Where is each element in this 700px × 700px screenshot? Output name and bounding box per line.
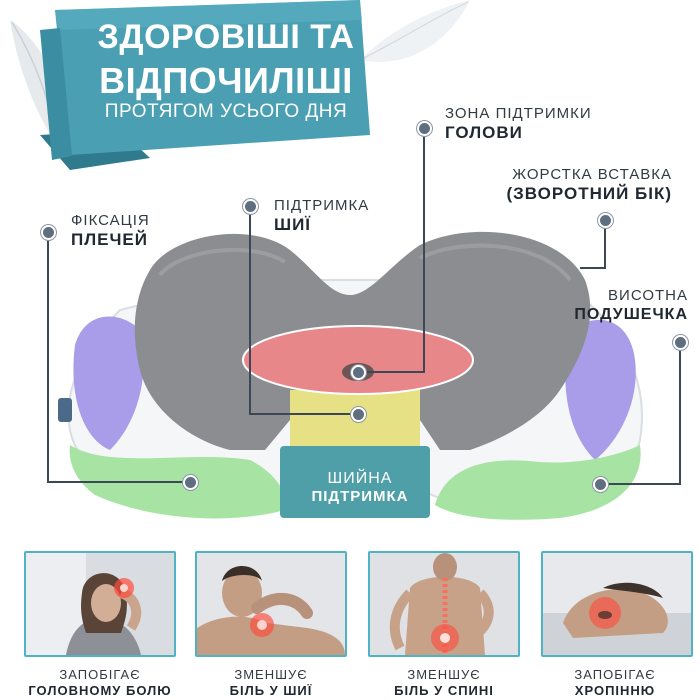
label-shoulders: ФІКСАЦІЯ ПЛЕЧЕЙ — [71, 212, 150, 250]
left-side-gel — [73, 316, 144, 450]
banner-title-line2: ВІДПОЧИЛІШІ — [99, 60, 353, 101]
leader-neck — [249, 206, 358, 415]
head-zone-center-marker — [351, 365, 366, 380]
leader-head — [358, 128, 425, 373]
banner-title-line1: ЗДОРОВІШІ ТА — [97, 18, 355, 56]
label-hard-insert-line2: (ЗВОРОТНИЙ БІК) — [506, 184, 672, 203]
shoulders-marker — [41, 225, 56, 240]
leader-shoulders — [47, 232, 190, 483]
benefit-caption-1: ЗАПОБІГАЄ ГОЛОВНОМУ БОЛЮ — [15, 667, 185, 698]
benefit-image-snoring — [541, 551, 693, 657]
benefit-3-line1: ЗМЕНШУЄ — [407, 667, 481, 682]
right-side-gel — [565, 320, 636, 460]
cervical-zone — [280, 446, 430, 518]
head-zone-marker — [417, 121, 432, 136]
banner-ribbon — [10, 0, 470, 170]
benefit-caption-4: ЗАПОБІГАЄ ХРОПІННЮ — [530, 667, 700, 698]
benefit-3-line2: БІЛЬ У СПИНІ — [394, 682, 494, 698]
label-neck-support-line2: ШИЇ — [274, 215, 311, 234]
neck-support-marker — [243, 199, 258, 214]
shoulder-gel-marker — [183, 475, 198, 490]
benefit-image-neck-pain — [195, 551, 347, 657]
label-cervical-line2: ПІДТРИМКА — [311, 488, 409, 505]
benefit-caption-2: ЗМЕНШУЄ БІЛЬ У ШИЇ — [186, 667, 356, 698]
label-shoulders-line2: ПЛЕЧЕЙ — [71, 230, 148, 249]
benefit-4-line2: ХРОПІННЮ — [574, 682, 656, 698]
label-hard-insert: ЖОРСТКА ВСТАВКА (ЗВОРОТНИЙ БІК) — [502, 166, 672, 204]
label-neck-support: ПІДТРИМКА ШИЇ — [274, 197, 369, 235]
label-cervical-line1: ШИЙНА — [327, 470, 393, 487]
hard-insert-marker — [598, 213, 613, 228]
label-height-pad-line2: ПОДУШЕЧКА — [574, 306, 688, 323]
banner-subtitle: ПРОТЯГОМ УСЬОГО ДНЯ — [104, 101, 348, 122]
label-height-pad: ВИСОТНА ПОДУШЕЧКА — [560, 287, 688, 324]
label-hard-insert-line1: ЖОРСТКА ВСТАВКА — [512, 166, 672, 183]
label-shoulders-line1: ФІКСАЦІЯ — [71, 212, 150, 229]
benefit-2-line1: ЗМЕНШУЄ — [234, 667, 308, 682]
label-head-zone-line1: ЗОНА ПІДТРИМКИ — [445, 105, 592, 122]
benefit-1-line2: ГОЛОВНОМУ БОЛЮ — [28, 682, 172, 698]
label-height-pad-line1: ВИСОТНА — [608, 287, 688, 304]
benefit-caption-3: ЗМЕНШУЄ БІЛЬ У СПИНІ — [359, 667, 529, 698]
benefit-image-headache — [24, 551, 176, 657]
label-head-zone: ЗОНА ПІДТРИМКИ ГОЛОВИ — [445, 105, 592, 143]
height-pad-marker — [673, 335, 688, 350]
benefit-image-back-pain — [368, 551, 520, 657]
benefit-4-line1: ЗАПОБІГАЄ — [574, 667, 656, 682]
right-shoulder-gel — [435, 445, 641, 520]
neck-zone-marker — [351, 407, 366, 422]
leader-insert — [580, 220, 606, 269]
benefit-2-line2: БІЛЬ У ШИЇ — [229, 682, 313, 698]
head-zone — [242, 325, 474, 395]
benefit-1-line1: ЗАПОБІГАЄ — [59, 667, 141, 682]
label-head-zone-line2: ГОЛОВИ — [445, 123, 523, 142]
label-cervical: ШИЙНА ПІДТРИМКА — [295, 470, 425, 505]
label-neck-support-line1: ПІДТРИМКА — [274, 197, 370, 214]
pillow-illustration — [47, 128, 681, 520]
leader-height — [600, 342, 681, 485]
height-gel-marker — [593, 477, 608, 492]
